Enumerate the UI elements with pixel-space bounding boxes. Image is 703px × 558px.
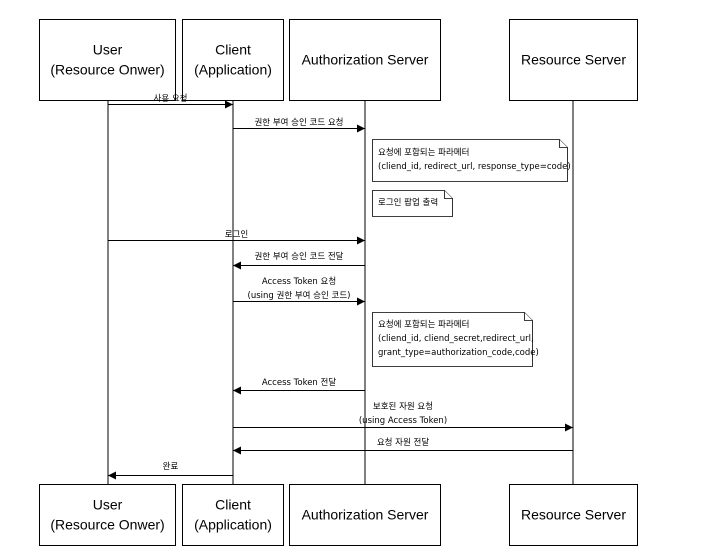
note-note-1: 요청에 포함되는 파라메터 (cliend_id, redirect_url, r…: [372, 139, 571, 182]
participant-label-auth-line-0: Authorization Server: [302, 52, 429, 68]
participant-label-auth-line-0: Authorization Server: [302, 507, 429, 523]
participant-box-bottom-resource: Resource Server: [509, 484, 638, 546]
message-label: 사용 요청: [154, 94, 188, 104]
message-label: 완료: [163, 462, 179, 472]
message-label: 요청 자원 전달: [377, 437, 430, 448]
note-text: (cliend_id, cliend_secret,redirect_url,: [378, 334, 534, 344]
message-msg-9: 완료: [108, 462, 233, 480]
message-label: (using Access Token): [359, 416, 447, 426]
message-msg-6: Access Token 전달: [233, 377, 365, 395]
participant-box-bottom-auth: Authorization Server: [289, 484, 441, 546]
note-text: 요청에 포함되는 파라메터: [378, 148, 469, 158]
note-shape: [372, 139, 568, 182]
participant-label-client-line-1: (Application): [194, 62, 272, 78]
participant-label-user-line-1: (Resource Onwer): [50, 62, 164, 78]
message-msg-8: 요청 자원 전달: [233, 437, 573, 455]
message-label: 로그인: [225, 229, 248, 240]
participant-box-top-auth: Authorization Server: [289, 19, 441, 101]
note-fold: [524, 312, 533, 321]
message-msg-1: 사용 요청: [108, 94, 233, 109]
participant-label-user-line-1: (Resource Onwer): [50, 517, 164, 533]
participant-label-resource-line-0: Resource Server: [521, 52, 626, 68]
message-label: Access Token 요청: [262, 277, 336, 287]
message-msg-2: 권한 부여 승인 코드 요청: [233, 117, 365, 133]
note-note-3: 요청에 포함되는 파라메터 (cliend_id, cliend_secret,r…: [372, 312, 539, 367]
participant-label-client-line-1: (Application): [194, 517, 272, 533]
participant-label-user-line-0: User: [93, 42, 123, 58]
participant-label-user-line-0: User: [93, 497, 123, 513]
participant-box-top-resource: Resource Server: [509, 19, 638, 101]
note-shape: [372, 312, 533, 367]
message-label: Access Token 전달: [262, 377, 337, 388]
message-label: 권한 부여 승인 코드 전달: [254, 251, 343, 262]
participant-label-client-line-0: Client: [215, 42, 251, 58]
note-fold: [559, 139, 568, 148]
message-label: 권한 부여 승인 코드 요청: [254, 117, 343, 128]
participant-box-bottom-user: User (Resource Onwer): [39, 484, 176, 546]
note-text: 로그인 팝업 출력: [378, 197, 438, 208]
note-shape: [372, 190, 453, 217]
message-msg-5: Access Token 요청 (using 권한 부여 승인 코드): [233, 277, 365, 306]
note-text: (cliend_id, redirect_url, response_type=…: [378, 162, 571, 172]
message-msg-7: 보호된 자원 요청 (using Access Token): [233, 401, 573, 432]
message-label: 보호된 자원 요청: [373, 401, 433, 412]
participant-label-client-line-0: Client: [215, 497, 251, 513]
note-fold: [444, 190, 453, 199]
participant-box-bottom-client: Client (Application): [182, 484, 284, 546]
message-label: (using 권한 부여 승인 코드): [248, 290, 351, 301]
note-text: 요청에 포함되는 파라메터: [378, 320, 469, 330]
note-note-2: 로그인 팝업 출력: [372, 190, 453, 217]
message-msg-4: 권한 부여 승인 코드 전달: [233, 251, 365, 270]
participant-label-resource-line-0: Resource Server: [521, 507, 626, 523]
participant-box-top-client: Client (Application): [182, 19, 284, 101]
participant-box-top-user: User (Resource Onwer): [39, 19, 176, 101]
note-text: grant_type=authorization_code,code): [378, 348, 539, 358]
message-msg-3: 로그인: [108, 229, 365, 245]
